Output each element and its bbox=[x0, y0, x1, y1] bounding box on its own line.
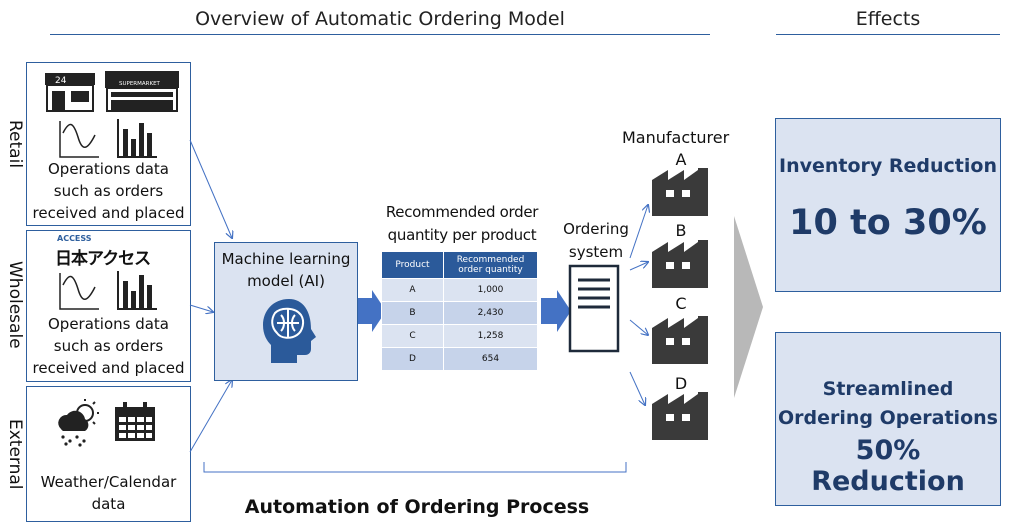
convenience-store-icon: 24 bbox=[45, 73, 95, 112]
factory-icon bbox=[652, 392, 708, 440]
ai-model-box: Machine learning model (AI) bbox=[214, 242, 358, 381]
weather-icon bbox=[58, 399, 99, 447]
bar-chart-icon bbox=[117, 119, 157, 158]
recommendation-table: Product Recommended order quantity A 1,0… bbox=[381, 251, 538, 371]
process-bracket bbox=[203, 462, 627, 473]
ordering-label-line-2: system bbox=[568, 243, 624, 261]
recommendation-title-line-2: quantity per product bbox=[387, 226, 537, 244]
side-label-wholesale: Wholesale bbox=[5, 261, 25, 349]
manufacturer-label-d: D bbox=[674, 374, 688, 393]
effect-ordering-box: Streamlined Ordering Operations 50% Redu… bbox=[775, 332, 1001, 506]
retail-source-box: 24 SUPERMARKET Operations data such as o… bbox=[26, 62, 191, 226]
retail-text-line-3: received and placed bbox=[32, 204, 185, 222]
table-row: D 654 bbox=[381, 347, 538, 371]
wholesale-source-box: ACCESS 日本アクセス Operations data such as or… bbox=[26, 230, 191, 382]
block-arrow-2 bbox=[541, 290, 571, 332]
overview-underline bbox=[50, 34, 710, 35]
wholesale-text-line-1: Operations data bbox=[47, 315, 170, 333]
quantity-cell: 654 bbox=[443, 347, 538, 371]
bar-chart-icon bbox=[117, 271, 157, 310]
external-source-box: Weather/Calendar data bbox=[26, 386, 191, 522]
factory-icon bbox=[652, 168, 708, 216]
effects-underline bbox=[776, 34, 1000, 35]
table-row: A 1,000 bbox=[381, 278, 538, 302]
ai-label-line-1: Machine learning bbox=[221, 250, 351, 268]
table-row: C 1,258 bbox=[381, 324, 538, 348]
manufacturer-label-c: C bbox=[675, 294, 687, 313]
block-arrow-1 bbox=[356, 290, 386, 332]
product-cell: A bbox=[381, 278, 444, 302]
brain-head-icon bbox=[263, 299, 316, 363]
wholesale-text-line-2: such as orders bbox=[53, 337, 164, 355]
ordering-label-line-1: Ordering bbox=[563, 220, 629, 238]
manufacturer-title: Manufacturer bbox=[622, 128, 730, 147]
wave-chart-icon bbox=[59, 121, 99, 158]
overview-title: Overview of Automatic Ordering Model bbox=[195, 8, 565, 30]
supermarket-icon: SUPERMARKET bbox=[105, 71, 179, 112]
manufacturer-label-b: B bbox=[675, 221, 687, 240]
wholesale-text-line-3: received and placed bbox=[32, 359, 185, 377]
document-icon bbox=[568, 264, 620, 353]
side-label-external: External bbox=[5, 418, 25, 490]
product-cell: D bbox=[381, 347, 444, 371]
supermarket-sign-text: SUPERMARKET bbox=[119, 81, 161, 87]
wholesale-logo-top: ACCESS bbox=[57, 234, 92, 243]
product-cell: B bbox=[381, 301, 444, 325]
effects-chevron bbox=[734, 216, 763, 398]
table-row: B 2,430 bbox=[381, 301, 538, 325]
side-label-retail: Retail bbox=[5, 119, 25, 169]
effect-inventory-box: Inventory Reduction 10 to 30% bbox=[775, 118, 1001, 292]
process-label: Automation of Ordering Process bbox=[244, 496, 590, 518]
effect-inventory-value: 10 to 30% bbox=[789, 203, 987, 243]
effect-ordering-title-line-1: Streamlined bbox=[822, 378, 954, 400]
ai-label-line-2: model (AI) bbox=[247, 272, 325, 290]
external-text-line-1: Weather/Calendar bbox=[40, 473, 177, 491]
effect-inventory-title: Inventory Reduction bbox=[779, 155, 997, 177]
quantity-cell: 1,000 bbox=[443, 278, 538, 302]
retail-text-line-1: Operations data bbox=[47, 160, 170, 178]
store-icons: 24 SUPERMARKET bbox=[45, 71, 179, 112]
retail-text-line-2: such as orders bbox=[53, 182, 164, 200]
wave-chart-icon bbox=[59, 273, 99, 310]
effects-title: Effects bbox=[855, 8, 921, 30]
effect-ordering-value: 50% Reduction bbox=[811, 435, 965, 497]
product-cell: C bbox=[381, 324, 444, 348]
factory-icon bbox=[652, 316, 708, 364]
recommendation-title-line-1: Recommended order bbox=[385, 203, 539, 221]
store-sign-text: 24 bbox=[55, 76, 67, 86]
column-header-product: Product bbox=[381, 251, 444, 279]
quantity-cell: 2,430 bbox=[443, 301, 538, 325]
manufacturer-label-a: A bbox=[675, 150, 687, 169]
quantity-cell: 1,258 bbox=[443, 324, 538, 348]
column-header-quantity: Recommended order quantity bbox=[443, 251, 538, 279]
external-text-line-2: data bbox=[91, 495, 126, 513]
effect-ordering-title-line-2: Ordering Operations bbox=[778, 407, 998, 429]
factory-icon bbox=[652, 240, 708, 288]
calendar-icon bbox=[115, 402, 155, 441]
wholesale-logo: 日本アクセス bbox=[55, 249, 151, 269]
